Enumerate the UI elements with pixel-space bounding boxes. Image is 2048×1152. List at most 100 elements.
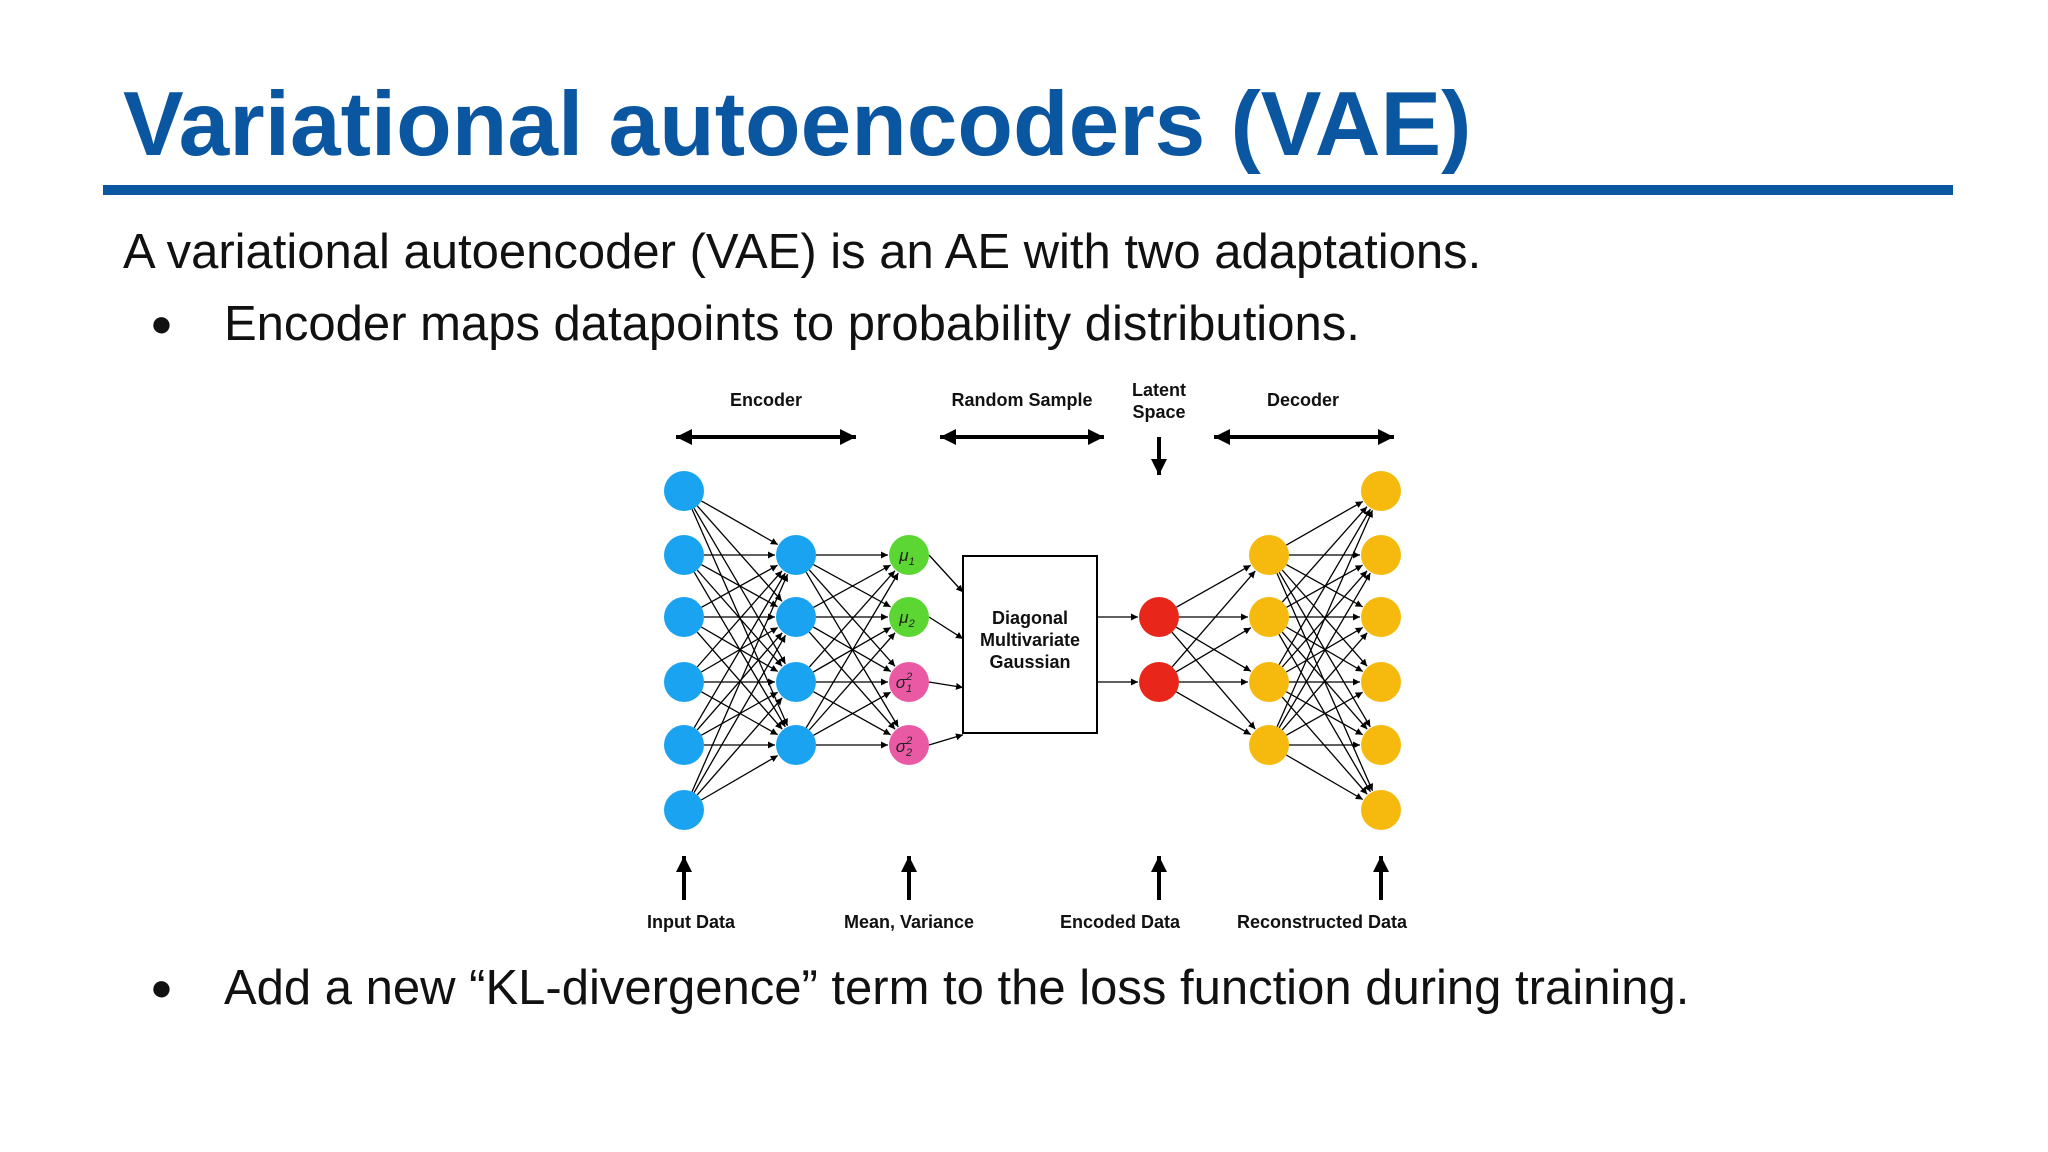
encoder-connection: [812, 626, 892, 673]
output-node-3: [1361, 597, 1401, 637]
parameter-to-gaussian-connection: [928, 681, 964, 690]
decoder-connection: [1175, 627, 1252, 673]
gaussian-label-line2: Multivariate: [980, 630, 1080, 650]
decoder-connection: [1281, 631, 1368, 730]
encoder-connection: [696, 631, 783, 730]
encoder-connection: [813, 564, 891, 608]
mu1-label: μ1: [898, 546, 914, 568]
bullet-item-encoder: ● Encoder maps datapoints to probability …: [150, 294, 1360, 354]
decoder-connection: [1286, 691, 1364, 736]
bullet-text: Encoder maps datapoints to probability d…: [224, 297, 1360, 351]
decoder-connection: [1285, 626, 1364, 673]
random-sample-label: Random Sample: [951, 390, 1092, 410]
decoder-connection: [1276, 573, 1374, 792]
input-data-label: Input Data: [647, 912, 736, 932]
parameter-to-gaussian-connection: [928, 733, 964, 746]
input-node-2: [664, 535, 704, 575]
variance-node-2: [889, 725, 929, 765]
decoder-connection: [1281, 506, 1368, 603]
encoder-connection: [696, 697, 783, 796]
encoder-connection: [805, 571, 899, 728]
bullet-dot: ●: [150, 303, 173, 345]
encoder-connection: [696, 505, 783, 602]
encoder-connection: [701, 564, 778, 608]
decoder-connection: [1286, 564, 1363, 608]
decoder-hidden-node-4: [1249, 725, 1289, 765]
gaussian-box: [962, 555, 1098, 734]
encoder-connection: [813, 691, 892, 736]
encoder-connection: [696, 569, 783, 667]
encoder-connection: [813, 564, 891, 608]
encoder-hidden-node-1: [776, 535, 816, 575]
input-node-3: [664, 597, 704, 637]
encoder-connection: [808, 570, 896, 668]
mu2-label: μ2: [898, 608, 914, 630]
encoder-hidden-node-4: [776, 725, 816, 765]
encoder-connection: [691, 573, 789, 792]
gaussian-label-line1: Diagonal: [992, 608, 1068, 628]
decoder-connection: [1176, 564, 1252, 608]
decoder-connection: [1286, 500, 1364, 546]
input-node-4: [664, 662, 704, 702]
sigma1-label: σ12: [896, 671, 913, 695]
slide-title: Variational autoencoders (VAE): [123, 74, 1472, 175]
encoder-connection: [696, 632, 783, 731]
mean-variance-label: Mean, Variance: [844, 912, 974, 932]
variance-node-1: [889, 662, 929, 702]
decoder-hidden-node-3: [1249, 662, 1289, 702]
input-node-1: [664, 471, 704, 511]
encoder-connection: [808, 632, 896, 731]
node-layer: [664, 471, 1401, 830]
reconstructed-data-label: Reconstructed Data: [1237, 912, 1408, 932]
mean-node-2: [889, 597, 929, 637]
decoder-connection: [1171, 570, 1256, 668]
connection-layer: [691, 500, 1374, 801]
encoded-data-label: Encoded Data: [1060, 912, 1181, 932]
bullet-item-kl-divergence: ● Add a new “KL-divergence” term to the l…: [150, 958, 1689, 1018]
encoder-connection: [808, 569, 896, 667]
decoder-connection: [1175, 626, 1252, 672]
encoder-connection: [701, 691, 779, 736]
encoder-connection: [693, 571, 786, 728]
decoder-connection: [1278, 572, 1371, 729]
encoder-connection: [691, 509, 789, 727]
output-node-6: [1361, 790, 1401, 830]
decoder-connection: [1276, 509, 1374, 727]
decoder-connection: [1286, 691, 1364, 736]
encoder-connection: [805, 572, 899, 729]
gaussian-label-line3: Gaussian: [989, 652, 1070, 672]
output-node-2: [1361, 535, 1401, 575]
parameter-to-gaussian-connection: [928, 554, 964, 593]
encoder-connection: [693, 634, 787, 794]
decoder-label: Decoder: [1267, 390, 1339, 410]
decoder-hidden-node-1: [1249, 535, 1289, 575]
decoder-connection: [1278, 633, 1372, 793]
decoder-connection: [1281, 696, 1368, 795]
encoder-hidden-node-3: [776, 662, 816, 702]
encoder-connection: [700, 626, 779, 673]
encoder-hidden-node-2: [776, 597, 816, 637]
encoded-node-1: [1139, 597, 1179, 637]
decoder-connection: [1281, 569, 1368, 667]
intro-text: A variational autoencoder (VAE) is an AE…: [123, 225, 1482, 279]
decoder-connection: [1278, 571, 1371, 728]
mean-node-1: [889, 535, 929, 575]
title-rule: [103, 185, 1953, 195]
encoded-node-2: [1139, 662, 1179, 702]
encoder-connection: [701, 564, 778, 608]
encoder-connection: [696, 570, 783, 668]
encoder-label: Encoder: [730, 390, 802, 410]
input-node-6: [664, 790, 704, 830]
decoder-connection: [1171, 631, 1256, 730]
output-node-1: [1361, 471, 1401, 511]
decoder-connection: [1285, 754, 1364, 801]
encoder-connection: [808, 631, 896, 730]
bullet-dot: ●: [150, 967, 173, 1009]
encoder-connection: [693, 572, 786, 729]
latent-space-label-line1: Latent: [1132, 380, 1186, 400]
bullet-text: Add a new “KL-divergence” term to the lo…: [224, 961, 1690, 1015]
parameter-labels: μ1 μ2 σ12 σ22: [896, 546, 915, 759]
decoder-connection: [1176, 691, 1252, 736]
decoder-connection: [1281, 570, 1368, 668]
encoder-connection: [813, 691, 892, 736]
